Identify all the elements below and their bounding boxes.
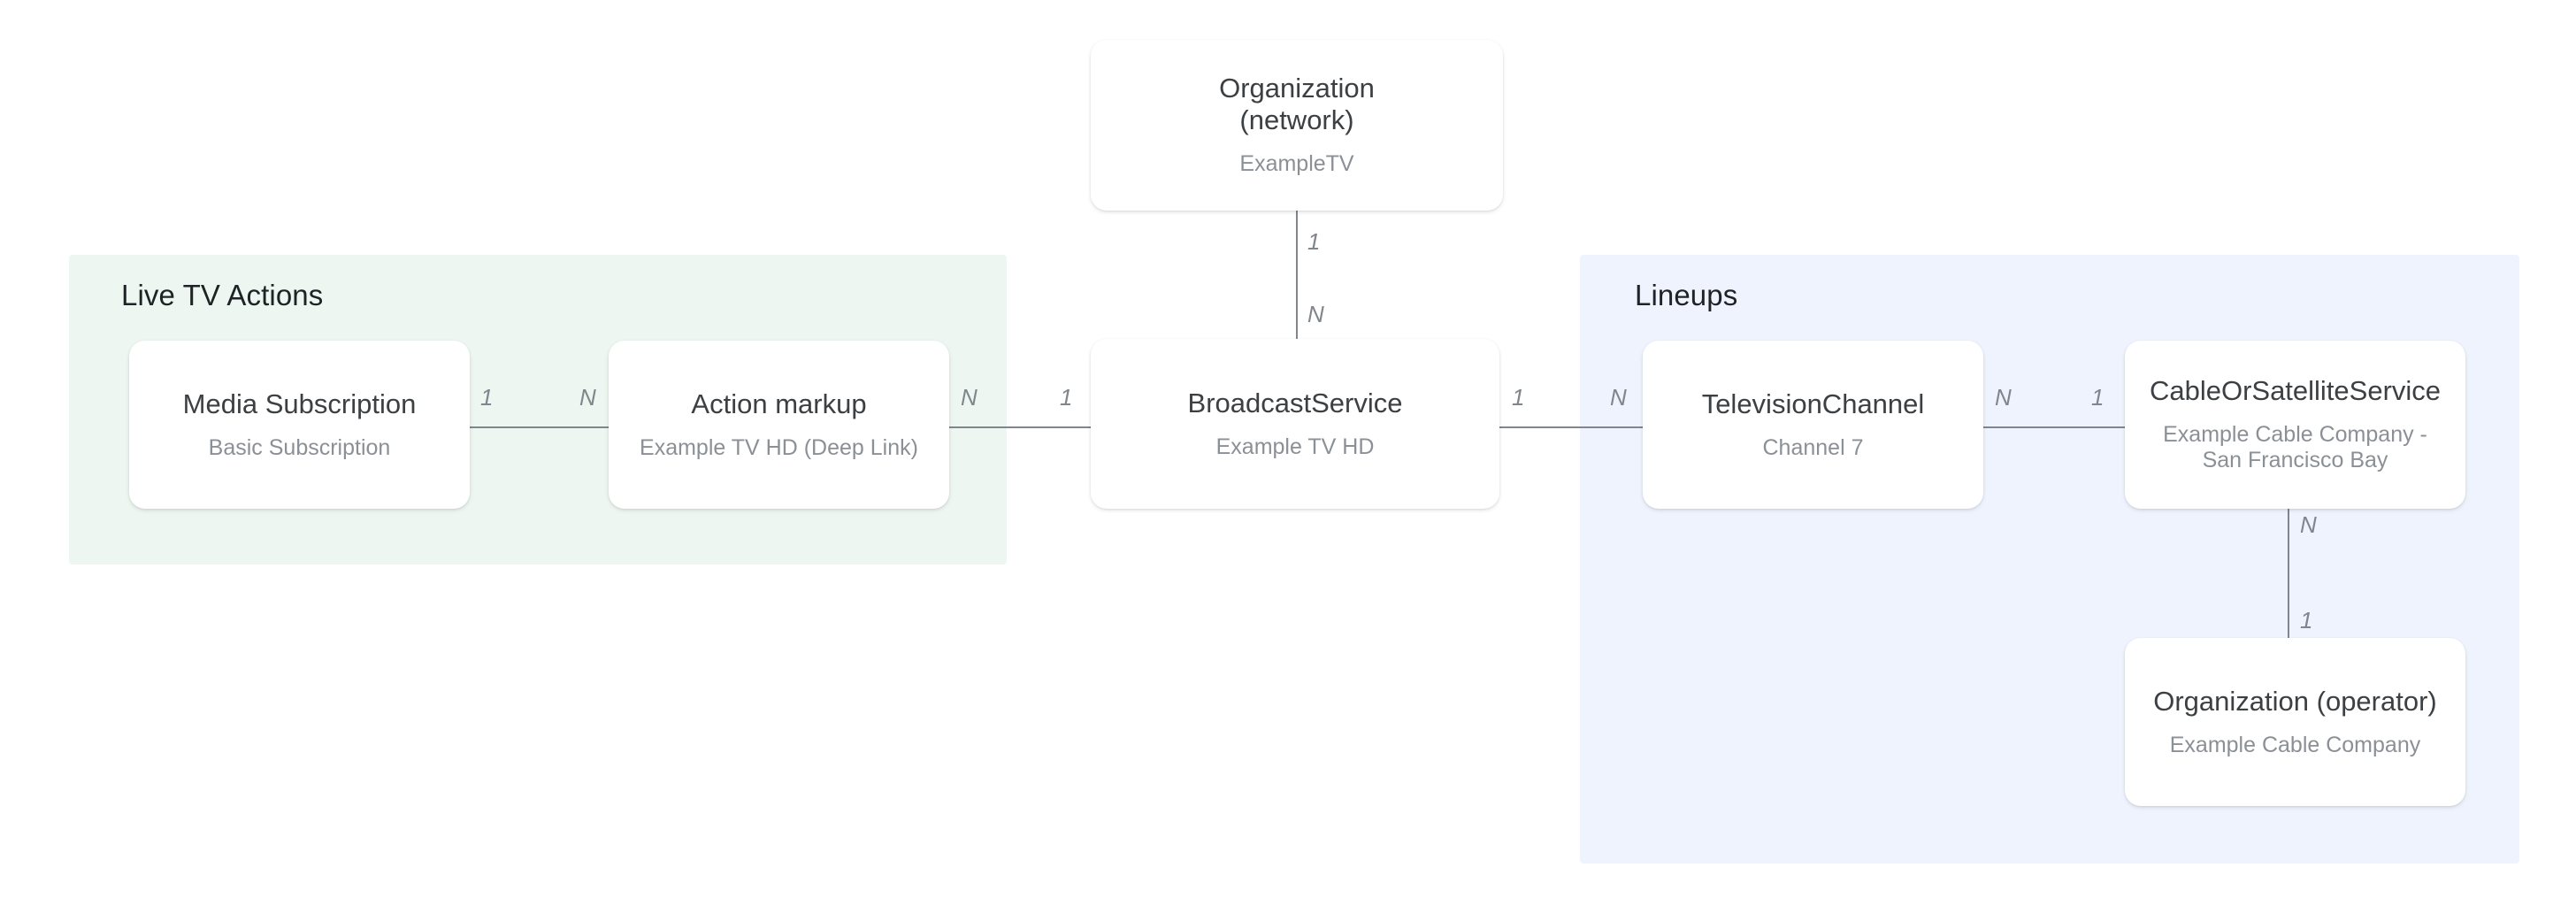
cardinality-label-organization-network-down: 1 (1307, 228, 1321, 255)
group-title-lineups: Lineups (1635, 279, 1738, 311)
node-subtitle: Example Cable Company - San Francisco Ba… (2163, 421, 2427, 473)
node-title: TelevisionChannel (1701, 388, 1925, 419)
node-organization-operator[interactable]: Organization (operator) Example Cable Co… (2125, 638, 2465, 806)
node-organization-network[interactable]: Organization (network) ExampleTV (1091, 40, 1503, 211)
node-title: Media Subscription (182, 388, 417, 419)
node-title: Action markup (691, 388, 867, 419)
cardinality-label-television-channel-right: N (1995, 384, 2012, 411)
node-subtitle: Example Cable Company (2169, 732, 2421, 757)
edge-broadcast-service-to-television-channel (1497, 426, 1644, 428)
group-title-live-tv-actions: Live TV Actions (121, 279, 324, 311)
edge-cable-or-satellite-service-to-organization-operator (2288, 507, 2289, 638)
node-title: Organization (operator) (2153, 685, 2437, 717)
edge-action-markup-to-broadcast-service (946, 426, 1092, 428)
cardinality-label-action-markup-right: N (961, 384, 978, 411)
edge-organization-network-to-broadcast-service (1296, 211, 1298, 340)
node-subtitle: Basic Subscription (208, 434, 391, 460)
node-subtitle: Example TV HD (Deep Link) (640, 434, 918, 460)
cardinality-label-organization-operator-up: 1 (2300, 607, 2313, 633)
node-cable-or-satellite-service[interactable]: CableOrSatelliteService Example Cable Co… (2125, 341, 2465, 509)
node-action-markup[interactable]: Action markup Example TV HD (Deep Link) (609, 341, 949, 509)
cardinality-label-media-subscription-right: 1 (480, 384, 494, 411)
node-title: BroadcastService (1187, 387, 1403, 418)
edge-television-channel-to-cable-or-satellite-service (1981, 426, 2127, 428)
cardinality-label-action-markup-left: N (579, 384, 596, 411)
cardinality-label-broadcast-service-left: 1 (1060, 384, 1073, 411)
cardinality-label-cable-or-satellite-service-left: 1 (2091, 384, 2104, 411)
node-media-subscription[interactable]: Media Subscription Basic Subscription (129, 341, 470, 509)
node-subtitle: Example TV HD (1215, 434, 1375, 459)
cardinality-label-broadcast-service-up: N (1307, 301, 1324, 327)
cardinality-label-cable-or-satellite-service-down: N (2300, 511, 2317, 538)
node-subtitle: Channel 7 (1762, 434, 1864, 460)
cardinality-label-broadcast-service-right: 1 (1512, 384, 1525, 411)
node-subtitle: ExampleTV (1239, 151, 1354, 177)
node-title: CableOrSatelliteService (2149, 375, 2442, 407)
node-title: Organization (network) (1219, 73, 1375, 136)
cardinality-label-television-channel-left: N (1610, 384, 1627, 411)
node-broadcast-service[interactable]: BroadcastService Example TV HD (1091, 339, 1499, 509)
node-television-channel[interactable]: TelevisionChannel Channel 7 (1643, 341, 1983, 509)
edge-media-subscription-to-action-markup (466, 426, 610, 428)
